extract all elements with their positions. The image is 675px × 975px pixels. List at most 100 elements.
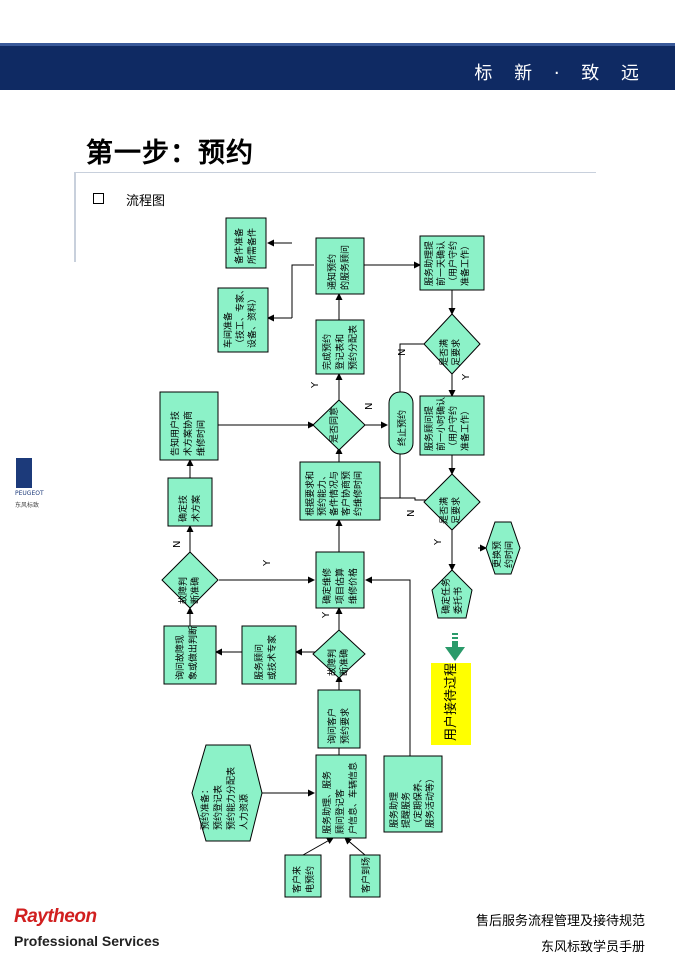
box-confirm-hour: 服务顾问提 前一小时确认 （用户守约 准备工作） [419, 395, 485, 456]
label-yes-ready2: Y [433, 538, 444, 546]
box-confirm-plan: 确定技 术方案 [167, 477, 213, 527]
label-no-ready1: N [397, 349, 408, 356]
svg-text:预约能力、: 预约能力、 [316, 471, 328, 516]
box-remind-customer: 服务助理提 前一天确认 （用户守约 准备工作） [419, 235, 485, 291]
svg-text:确定维修: 确定维修 [321, 568, 333, 604]
box-customer-call: 客户来 电预约 [284, 854, 322, 898]
svg-text:象或做出判断: 象或做出判断 [187, 626, 199, 680]
diamond-ready-1: 是否满 足要求 [423, 313, 481, 375]
svg-text:委托书: 委托书 [452, 587, 464, 614]
box-ask-needs: 询问客户 预约要求 [317, 689, 361, 749]
svg-text:是否满: 是否满 [439, 497, 450, 524]
svg-text:提醒服务: 提醒服务 [400, 792, 412, 828]
svg-text:约维修时间: 约维修时间 [352, 471, 364, 516]
svg-text:人力资源: 人力资源 [238, 794, 250, 830]
svg-text:故障判: 故障判 [326, 649, 338, 676]
label-no-agree: N [364, 403, 375, 410]
box-negotiate: 根据要求和 预约能力、 备件情况与 客户协商预 约维修时间 [299, 461, 381, 521]
svg-text:准备工作）: 准备工作） [459, 241, 471, 286]
svg-text:询问客户: 询问客户 [326, 708, 338, 744]
diamond-diag-2: 故障判 断准确 [161, 551, 219, 609]
box-notify-parts: 通知预约 的服务顾问 [315, 237, 365, 295]
svg-text:服务助理提: 服务助理提 [423, 241, 435, 286]
svg-text:服务助理、服务: 服务助理、服务 [321, 771, 333, 834]
label-no-diag2: N [172, 541, 183, 548]
page-title: 第一步：预约 [86, 138, 254, 169]
svg-text:足要求: 足要求 [450, 339, 462, 366]
brand-line2: Professional Services [14, 933, 160, 949]
box-find-fault: 询问故障现 象或做出判断 [163, 625, 217, 685]
svg-text:断准确: 断准确 [338, 649, 350, 676]
box-service-reminder: 服务助理 提醒服务 （定期保养、 服务活动等） [383, 755, 443, 833]
svg-text:确定任务: 确定任务 [440, 578, 452, 614]
svg-text:备件情况与: 备件情况与 [328, 471, 340, 516]
box-workshop-prep: 车间准备 （技工、专家、 设备、资料） [217, 285, 269, 353]
svg-text:或技术专家: 或技术专家 [266, 635, 278, 680]
svg-text:客户协商预: 客户协商预 [340, 471, 352, 516]
svg-text:设备、资料）: 设备、资料） [246, 294, 258, 348]
svg-text:（用户守约: （用户守约 [447, 241, 459, 286]
box-reception: 用户接待过程 [431, 663, 471, 745]
box-prepare-parts: 备件准备 所需备件 [225, 217, 267, 269]
logo-name: PEUGEOT [15, 490, 44, 497]
svg-text:预约要求: 预约要求 [339, 708, 351, 744]
svg-text:服务顾问提: 服务顾问提 [423, 406, 435, 451]
svg-text:所需备件: 所需备件 [246, 228, 258, 264]
logo-subtitle: 东风标致 [15, 502, 40, 509]
svg-text:预约准备：: 预约准备： [199, 785, 211, 830]
svg-text:备件准备: 备件准备 [233, 228, 245, 264]
footer-manual-title: 售后服务流程管理及接待规范 [475, 914, 645, 929]
box-confirm-order: 确定任务 委托书 [431, 569, 473, 619]
svg-text:顾问登记客: 顾问登记客 [334, 789, 346, 834]
svg-text:前一小时确认: 前一小时确认 [435, 397, 447, 451]
svg-text:户信息、车辆信息: 户信息、车辆信息 [347, 762, 359, 834]
frame-left-line [74, 172, 76, 262]
svg-text:术方案: 术方案 [190, 495, 202, 522]
raytheon-logo: Raytheon Professional Services [14, 906, 160, 949]
svg-text:根据要求和: 根据要求和 [304, 471, 316, 516]
svg-text:服务顾问: 服务顾问 [253, 644, 265, 680]
box-register: 服务助理、服务 顾问登记客 户信息、车辆信息 [315, 754, 367, 839]
diamond-diag-1: 故障判 断准确 [312, 629, 366, 679]
svg-text:通知预约: 通知预约 [326, 254, 338, 290]
svg-text:服务助理: 服务助理 [388, 792, 400, 828]
box-end-booking: 终止预约 [388, 391, 414, 455]
brand-line1: Raytheon [14, 906, 97, 927]
diamond-ready-2: 是否满 足要求 [423, 473, 481, 531]
svg-text:（用户守约: （用户守约 [447, 406, 459, 451]
svg-text:客户到场: 客户到场 [360, 857, 372, 893]
svg-text:足要求: 足要求 [450, 497, 462, 524]
svg-text:预约登记表: 预约登记表 [212, 785, 224, 830]
svg-text:准备工作）: 准备工作） [459, 406, 471, 451]
svg-text:更换预: 更换预 [491, 541, 503, 568]
header-bar: 标 新 · 致 远 [0, 43, 675, 90]
svg-text:（定期保养、: （定期保养、 [412, 774, 424, 828]
box-change-appt: 更换预 约时间 [485, 521, 521, 575]
box-estimate: 确定维修 项目估算 维修价格 [315, 551, 365, 609]
svg-text:车间准备: 车间准备 [222, 312, 234, 348]
box-complete-reg: 完成预约 登记表和 预约分配表 [315, 319, 365, 375]
svg-text:终止预约: 终止预约 [396, 410, 408, 446]
svg-text:用户接待过程: 用户接待过程 [443, 663, 459, 741]
svg-text:客户来: 客户来 [291, 866, 303, 893]
svg-text:电预约: 电预约 [304, 866, 316, 893]
svg-text:是否满: 是否满 [439, 339, 450, 366]
svg-text:服务活动等）: 服务活动等） [424, 774, 436, 828]
svg-text:故障判: 故障判 [177, 577, 189, 604]
svg-text:是否同意: 是否同意 [328, 407, 340, 443]
svg-text:确定技: 确定技 [177, 495, 189, 522]
label-yes-diag2: Y [262, 559, 273, 567]
box-tech-expert: 服务顾问 或技术专家 [241, 625, 297, 685]
label-yes-ready1: Y [461, 373, 472, 381]
section-label: 流程图 [126, 194, 166, 209]
svg-text:登记表和: 登记表和 [334, 334, 346, 370]
svg-text:告知用户技: 告知用户技 [169, 411, 181, 456]
peugeot-lion-icon [16, 458, 32, 488]
label-yes-agree: Y [310, 381, 321, 389]
label-yes-diag1: Y [321, 611, 332, 619]
svg-text:的服务顾问: 的服务顾问 [339, 245, 351, 290]
down-arrow-icon [445, 633, 465, 661]
svg-text:完成预约: 完成预约 [321, 334, 333, 370]
svg-text:术方案协商: 术方案协商 [182, 411, 194, 456]
